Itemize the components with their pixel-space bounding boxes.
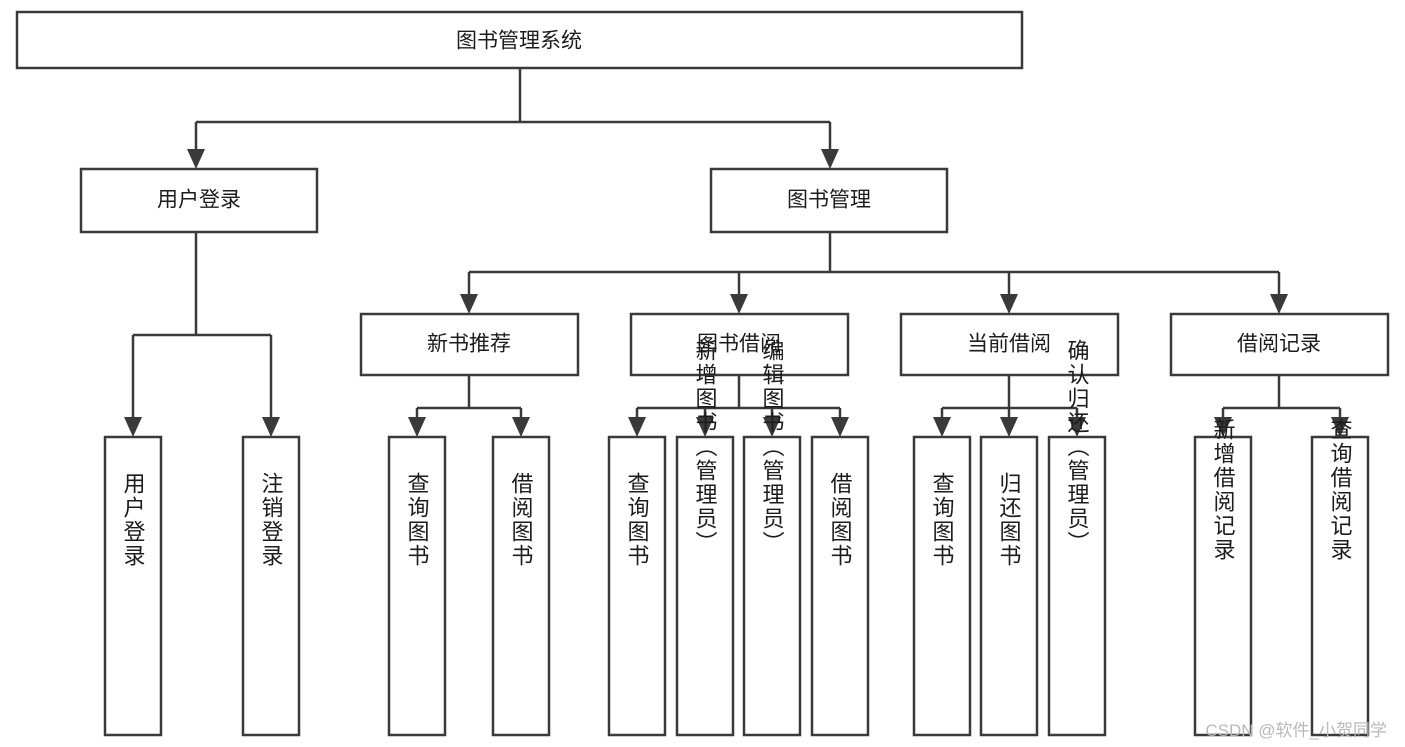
node-leaf-add-book-label: 新增图书（管理员） bbox=[693, 339, 718, 555]
arrow-to-leaf-user-login bbox=[124, 417, 142, 437]
node-book-management[interactable]: 图书管理 bbox=[709, 167, 949, 234]
node-leaf-query-book-3-box[interactable] bbox=[912, 435, 972, 737]
node-leaf-query-book-3-label: 查询图书 bbox=[930, 472, 955, 568]
node-leaf-user-login-label: 用户登录 bbox=[121, 472, 146, 568]
arrow-to-book-borrow bbox=[730, 294, 748, 314]
node-leaf-logout-login-box[interactable] bbox=[241, 435, 301, 737]
node-new-book-recommend-box[interactable] bbox=[359, 312, 580, 377]
node-leaf-borrow-book-2-box[interactable] bbox=[810, 435, 870, 737]
node-leaf-edit-book-label: 编辑图书（管理员） bbox=[760, 339, 785, 555]
node-borrow-record[interactable]: 借阅记录 bbox=[1169, 312, 1390, 377]
node-current-borrow-label: 当前借阅 bbox=[967, 333, 1051, 356]
node-book-borrow-label: 图书借阅 bbox=[697, 333, 781, 356]
node-leaf-query-record-box[interactable] bbox=[1310, 435, 1370, 737]
node-leaf-borrow-book-2-label: 借阅图书 bbox=[828, 472, 853, 568]
node-leaf-query-record-label: 查询借阅记录 bbox=[1328, 418, 1353, 562]
node-leaf-borrow-book-2[interactable]: 借阅图书 bbox=[810, 435, 870, 737]
node-leaf-edit-book[interactable]: 编辑图书（管理员） bbox=[742, 339, 802, 737]
node-current-borrow-box[interactable] bbox=[899, 312, 1120, 377]
node-leaf-confirm-return[interactable]: 确认归还（管理员） bbox=[1047, 339, 1107, 737]
node-root[interactable]: 图书管理系统 bbox=[15, 10, 1024, 70]
connector-group-book-management bbox=[460, 232, 1288, 314]
node-leaf-query-book-1[interactable]: 查询图书 bbox=[387, 435, 447, 737]
node-leaf-query-book-1-box[interactable] bbox=[387, 435, 447, 737]
arrow-to-new-book-recommend bbox=[460, 294, 478, 314]
node-leaf-query-record[interactable]: 查询借阅记录 bbox=[1310, 418, 1370, 737]
arrow-to-leaf-borrow-book-1 bbox=[512, 417, 530, 437]
watermark: CSDN @软件_小贺同学 bbox=[1205, 721, 1387, 740]
node-leaf-add-record[interactable]: 新增借阅记录 bbox=[1193, 418, 1253, 737]
connector-group-book-borrow bbox=[628, 375, 849, 437]
arrow-to-borrow-record bbox=[1270, 294, 1288, 314]
node-leaf-borrow-book-1[interactable]: 借阅图书 bbox=[491, 435, 551, 737]
arrow-to-leaf-query-book-2 bbox=[628, 417, 646, 437]
arrow-to-user-login bbox=[187, 149, 205, 169]
node-root-label: 图书管理系统 bbox=[456, 30, 582, 53]
node-leaf-return-book[interactable]: 归还图书 bbox=[979, 435, 1039, 737]
node-leaf-confirm-return-box[interactable] bbox=[1047, 435, 1107, 737]
node-leaf-add-book[interactable]: 新增图书（管理员） bbox=[675, 339, 735, 737]
node-leaf-confirm-return-label: 确认归还（管理员） bbox=[1065, 339, 1090, 555]
node-leaf-query-book-2-label: 查询图书 bbox=[625, 472, 650, 568]
node-leaf-return-book-box[interactable] bbox=[979, 435, 1039, 737]
arrow-to-leaf-query-book-1 bbox=[408, 417, 426, 437]
arrow-to-leaf-return-book bbox=[1000, 417, 1018, 437]
node-leaf-borrow-book-1-box[interactable] bbox=[491, 435, 551, 737]
connector-group-borrow-record bbox=[1214, 375, 1349, 437]
node-leaf-add-book-box[interactable] bbox=[675, 435, 735, 737]
node-borrow-record-label: 借阅记录 bbox=[1237, 333, 1321, 356]
node-leaf-logout-login[interactable]: 注销登录 bbox=[241, 435, 301, 737]
arrow-to-book-management bbox=[821, 149, 839, 169]
connector-group-user-login bbox=[124, 232, 280, 437]
node-leaf-query-book-1-label: 查询图书 bbox=[405, 472, 430, 568]
connector-group-new-book-recommend bbox=[408, 375, 530, 437]
arrow-to-current-borrow bbox=[1000, 294, 1018, 314]
node-book-borrow[interactable]: 图书借阅 bbox=[629, 312, 850, 377]
node-leaf-edit-book-box[interactable] bbox=[742, 435, 802, 737]
node-leaf-logout-login-label: 注销登录 bbox=[259, 472, 284, 568]
node-book-management-label: 图书管理 bbox=[787, 189, 871, 212]
arrow-to-leaf-borrow-book-2 bbox=[831, 417, 849, 437]
arrow-to-leaf-query-book-3 bbox=[933, 417, 951, 437]
node-leaf-query-book-3[interactable]: 查询图书 bbox=[912, 435, 972, 737]
node-new-book-recommend[interactable]: 新书推荐 bbox=[359, 312, 580, 377]
node-leaf-borrow-book-1-label: 借阅图书 bbox=[509, 472, 534, 568]
node-leaf-query-book-2[interactable]: 查询图书 bbox=[607, 435, 667, 737]
node-book-management-box[interactable] bbox=[709, 167, 949, 234]
node-book-borrow-box[interactable] bbox=[629, 312, 850, 377]
node-user-login-box[interactable] bbox=[79, 167, 319, 234]
arrow-to-leaf-logout-login bbox=[262, 417, 280, 437]
node-leaf-query-book-2-box[interactable] bbox=[607, 435, 667, 737]
node-leaf-add-record-box[interactable] bbox=[1193, 435, 1253, 737]
node-leaf-user-login[interactable]: 用户登录 bbox=[103, 435, 163, 737]
node-user-login[interactable]: 用户登录 bbox=[79, 167, 319, 234]
node-root-box[interactable] bbox=[15, 10, 1024, 70]
node-leaf-return-book-label: 归还图书 bbox=[997, 472, 1022, 568]
node-leaf-add-record-label: 新增借阅记录 bbox=[1211, 418, 1236, 562]
connector-group-root bbox=[187, 68, 839, 169]
node-leaf-user-login-box[interactable] bbox=[103, 435, 163, 737]
node-user-login-label: 用户登录 bbox=[157, 189, 241, 212]
connector-group-current-borrow bbox=[933, 375, 1086, 437]
node-new-book-recommend-label: 新书推荐 bbox=[427, 333, 511, 356]
node-borrow-record-box[interactable] bbox=[1169, 312, 1390, 377]
node-current-borrow[interactable]: 当前借阅 bbox=[899, 312, 1120, 377]
